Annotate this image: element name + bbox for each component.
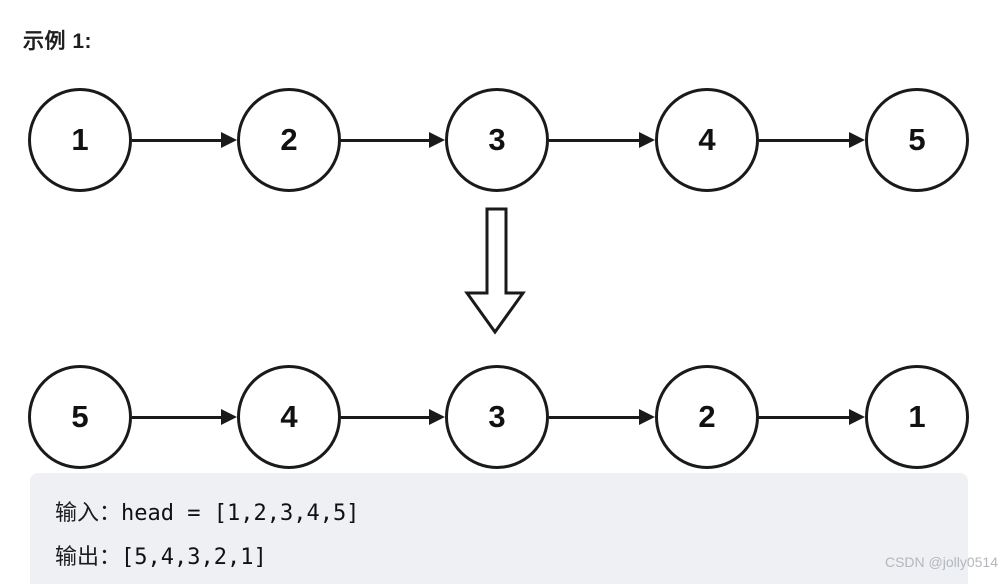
output-line: 输出：[5,4,3,2,1] — [55, 539, 267, 571]
list-node: 4 — [655, 88, 759, 192]
node-value: 5 — [908, 122, 926, 157]
next-pointer-arrow — [341, 409, 445, 425]
arrow-shaft — [341, 138, 432, 142]
arrow-shaft — [759, 138, 852, 142]
example-io-panel: 输入：head = [1,2,3,4,5] 输出：[5,4,3,2,1] — [30, 473, 968, 584]
arrow-shaft — [132, 138, 224, 142]
list-node: 2 — [237, 88, 341, 192]
list-node: 1 — [28, 88, 132, 192]
next-pointer-arrow — [132, 132, 237, 148]
list-node: 2 — [655, 365, 759, 469]
list-node: 1 — [865, 365, 969, 469]
arrowhead-icon — [221, 409, 237, 425]
arrow-shaft — [759, 415, 852, 419]
arrowhead-icon — [429, 132, 445, 148]
node-value: 2 — [698, 399, 716, 434]
arrow-shaft — [341, 415, 432, 419]
arrowhead-icon — [221, 132, 237, 148]
transform-down-arrow-icon — [464, 207, 526, 335]
input-label: 输入： — [55, 501, 122, 526]
node-value: 1 — [908, 399, 926, 434]
arrowhead-icon — [429, 409, 445, 425]
arrow-shaft — [549, 415, 642, 419]
output-label: 输出： — [55, 545, 122, 570]
input-line: 输入：head = [1,2,3,4,5] — [55, 495, 359, 527]
list-node: 5 — [28, 365, 132, 469]
list-node: 5 — [865, 88, 969, 192]
node-value: 1 — [71, 122, 89, 157]
next-pointer-arrow — [759, 409, 865, 425]
arrow-shaft — [549, 138, 642, 142]
node-value: 3 — [488, 122, 506, 157]
arrowhead-icon — [639, 132, 655, 148]
arrowhead-icon — [849, 132, 865, 148]
next-pointer-arrow — [132, 409, 237, 425]
node-value: 5 — [71, 399, 89, 434]
input-value: head = [1,2,3,4,5] — [121, 501, 360, 526]
csdn-watermark: CSDN @jolly0514 — [884, 554, 998, 570]
node-value: 2 — [280, 122, 298, 157]
node-value: 4 — [280, 399, 298, 434]
output-value: [5,4,3,2,1] — [121, 545, 267, 570]
example-title: 示例 1: — [23, 30, 93, 53]
list-node: 3 — [445, 365, 549, 469]
next-pointer-arrow — [759, 132, 865, 148]
arrowhead-icon — [849, 409, 865, 425]
list-node: 4 — [237, 365, 341, 469]
next-pointer-arrow — [341, 132, 445, 148]
node-value: 4 — [698, 122, 716, 157]
arrow-shaft — [132, 415, 224, 419]
arrowhead-icon — [639, 409, 655, 425]
next-pointer-arrow — [549, 132, 655, 148]
list-node: 3 — [445, 88, 549, 192]
node-value: 3 — [488, 399, 506, 434]
next-pointer-arrow — [549, 409, 655, 425]
